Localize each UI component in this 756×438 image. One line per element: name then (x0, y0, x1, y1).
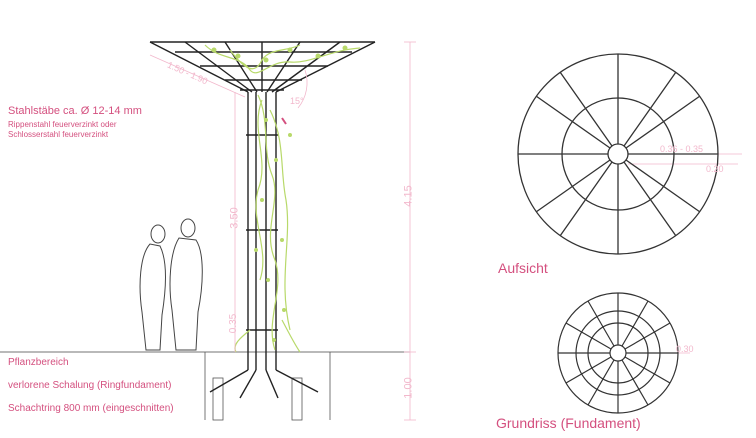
top-hub-dim: 0.36 - 0.35 (660, 144, 704, 154)
steel-note-1: Rippenstahl feuerverzinkt oder (8, 120, 117, 129)
steel-rods-label: Stahlstäbe ca. Ø 12-14 mm (8, 105, 142, 117)
foundation-plan-title: Grundriss (Fundament) (496, 415, 641, 431)
formwork-label: verlorene Schalung (Ringfundament) (8, 380, 172, 391)
plant-area-label: Pflanzbereich (8, 357, 69, 368)
crown-angle-dim: 15° (290, 96, 304, 106)
base-height-dim: 0.35 (228, 313, 240, 334)
foundation-hub-dim: 0.30 (676, 344, 694, 354)
steel-crown (149, 41, 376, 93)
top-view-title: Aufsicht (498, 260, 548, 276)
climbing-plant (204, 44, 361, 353)
detail-marker (281, 117, 287, 125)
steel-trunk (246, 92, 278, 370)
top-view-plan (517, 53, 719, 255)
plant-leaves (211, 45, 348, 342)
foundation-depth-dim: 1.00 (402, 377, 415, 399)
dimension-lines (149, 41, 742, 421)
foundation-pit (204, 352, 331, 421)
trunk-height-dim: 3.50 (228, 207, 241, 229)
people-silhouettes (139, 218, 203, 351)
foundation-plan (557, 292, 679, 414)
steel-note-2: Schlosserstahl feuerverzinkt (8, 130, 109, 139)
foundation-anchors (209, 369, 319, 399)
top-hub-b-dim: 0.20 (706, 164, 724, 174)
total-height-dim: 4.15 (402, 185, 415, 207)
shaft-ring-label: Schachtring 800 mm (eingeschnitten) (8, 403, 174, 414)
